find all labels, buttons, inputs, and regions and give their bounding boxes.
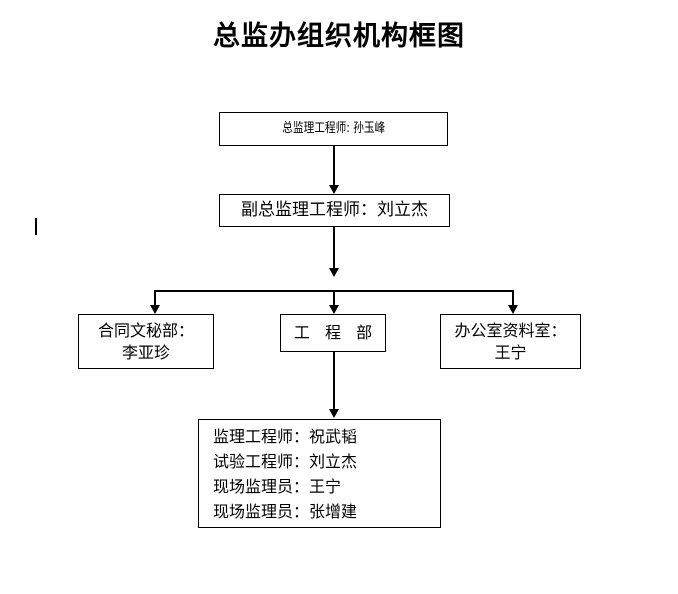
node-chief-supervising-engineer[interactable]: 总监理工程师: 孙玉峰 [219, 112, 448, 146]
staff-list-item-3: 现场监理员：王宁 [213, 476, 342, 496]
node-contract-secretarial-department-line-1: 合同文秘部： [97, 320, 194, 340]
node-contract-secretarial-department-line-2: 李亚珍 [121, 342, 170, 362]
node-office-archives-room-line-2: 王宁 [494, 342, 527, 362]
edge-engineering-to-staff-line [333, 352, 335, 411]
node-chief-supervising-engineer-line-1: 总监理工程师: 孙玉峰 [282, 121, 385, 137]
edge-deputy-to-engineering-line [333, 290, 335, 307]
edge-deputy-trunk-line [333, 227, 335, 270]
node-contract-secretarial-department[interactable]: 合同文秘部： 李亚珍 [78, 314, 214, 369]
edge-deputy-to-engineering-arrowhead [329, 305, 339, 314]
edge-director-to-deputy-arrowhead [329, 185, 339, 194]
node-deputy-chief-supervising-engineer-line-1: 副总监理工程师：刘立杰 [241, 200, 428, 221]
node-engineering-department[interactable]: 工 程 部 [280, 314, 386, 352]
edge-deputy-trunk-arrowhead [329, 268, 339, 277]
staff-list-item-4: 现场监理员：张增建 [213, 501, 358, 521]
stray-tick-mark [35, 218, 37, 235]
edge-director-to-deputy-line [333, 146, 335, 186]
page-title: 总监办组织机构框图 [213, 21, 465, 52]
node-engineering-staff-list[interactable]: 监理工程师：祝武韬 试验工程师：刘立杰 现场监理员：王宁 现场监理员：张增建 [198, 419, 441, 528]
edge-deputy-to-contract-arrowhead [150, 305, 160, 314]
edge-deputy-to-office-arrowhead [508, 305, 518, 314]
node-office-archives-room-line-1: 办公室资料室： [454, 320, 567, 340]
node-deputy-chief-supervising-engineer[interactable]: 副总监理工程师：刘立杰 [219, 194, 450, 227]
staff-list-item-2: 试验工程师：刘立杰 [213, 451, 358, 471]
edge-deputy-to-contract-line [154, 290, 156, 307]
staff-list-item-1: 监理工程师：祝武韬 [213, 426, 358, 446]
edge-deputy-to-office-line [512, 290, 514, 307]
edge-engineering-to-staff-arrowhead [329, 409, 339, 418]
node-office-archives-room[interactable]: 办公室资料室： 王宁 [440, 314, 581, 369]
node-engineering-department-line-1: 工 程 部 [293, 323, 378, 343]
